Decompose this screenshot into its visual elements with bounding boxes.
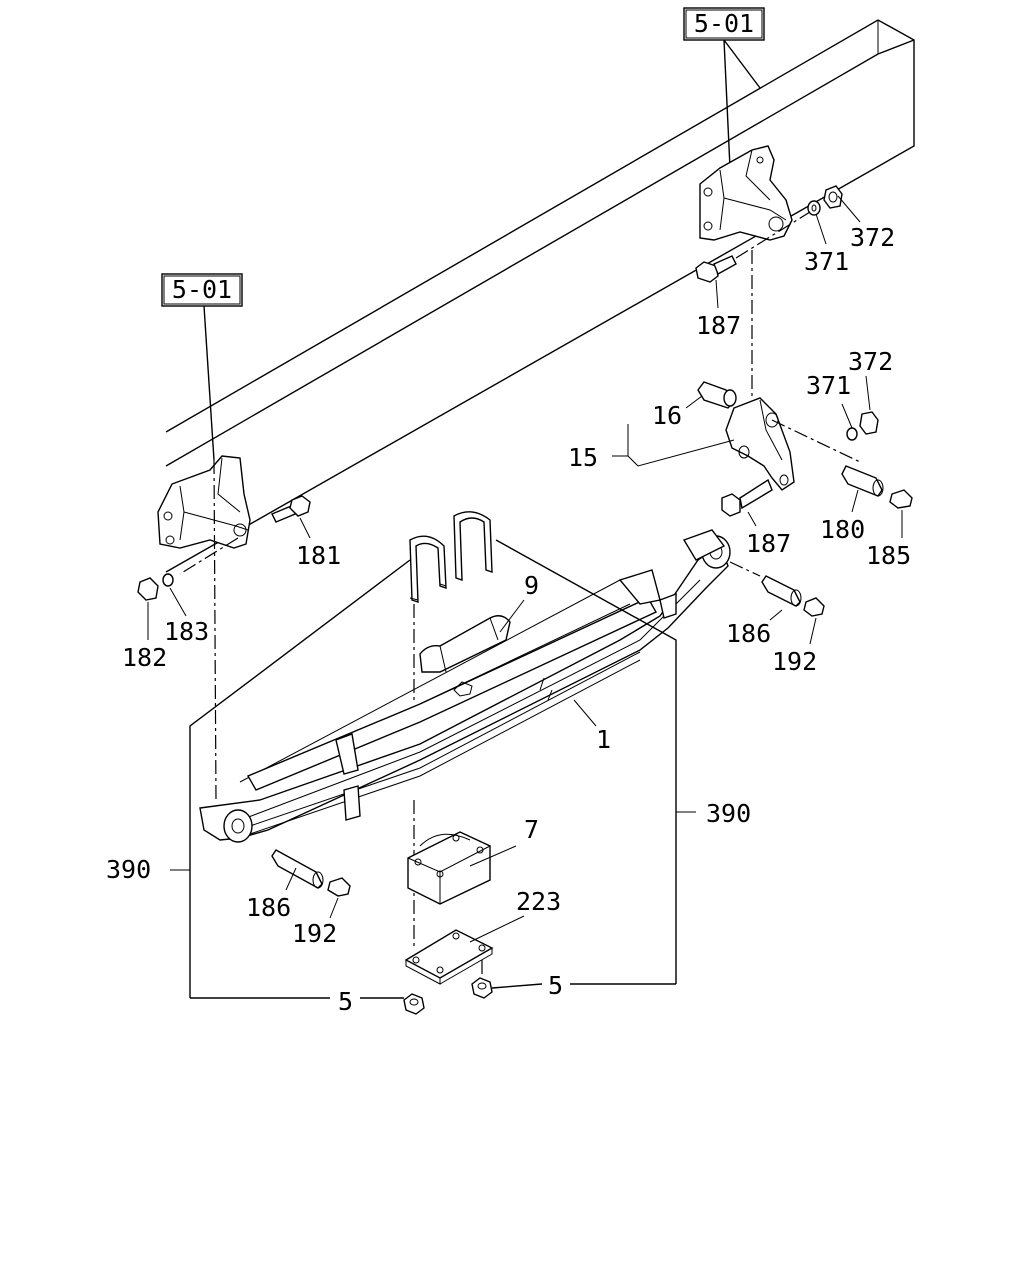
callout-223: 223	[516, 887, 561, 916]
nut-182	[137, 577, 159, 601]
callout-1: 1	[596, 725, 611, 754]
callout-192-left: 192	[292, 919, 337, 948]
axis-shackle	[771, 419, 861, 463]
callout-186-right: 186	[726, 619, 771, 648]
bushing-16	[697, 381, 737, 409]
axis-rear-vertical	[213, 459, 217, 801]
leaf-spring-1	[199, 529, 731, 843]
callout-192-right: 192	[772, 647, 817, 676]
callout-9: 9	[524, 571, 539, 600]
axis-front-eye	[729, 561, 761, 577]
callout-182: 182	[122, 643, 167, 672]
callout-180: 180	[820, 515, 865, 544]
rear-hanger-bracket	[157, 455, 251, 549]
washer-371-upper	[807, 200, 821, 216]
ref-box-left[interactable]: 5-01	[161, 273, 243, 307]
shackle-15	[725, 397, 795, 491]
axis-rear-bolt	[179, 537, 239, 575]
callout-187-upper: 187	[696, 311, 741, 340]
callout-183: 183	[164, 617, 209, 646]
callout-390-right: 390	[706, 799, 751, 828]
spacer-7	[407, 831, 491, 905]
grease-fitting-192-right	[803, 597, 825, 617]
callout-390-left: 390	[106, 855, 151, 884]
callout-372-lower: 372	[848, 347, 893, 376]
callout-16: 16	[652, 401, 682, 430]
ref-box-top-label: 5-01	[694, 9, 754, 38]
callout-187-lower: 187	[746, 529, 791, 558]
front-hanger-bracket	[699, 145, 793, 241]
callout-181: 181	[296, 541, 341, 570]
bolt-187-lower	[721, 478, 773, 517]
callout-372-upper: 372	[850, 223, 895, 252]
callout-labels: 372 371 187 372 371 16 15 187 180 185 18…	[106, 223, 911, 1016]
bolt-181	[271, 495, 311, 523]
nut-5-left	[403, 993, 425, 1015]
frame-rail	[165, 19, 915, 573]
callout-186-left: 186	[246, 893, 291, 922]
assembly-390-left-bracket	[189, 559, 411, 999]
ref-top-leaders	[723, 39, 761, 169]
bolt-187-upper	[695, 255, 737, 283]
nut-372-upper	[823, 185, 843, 209]
washer-183	[162, 573, 174, 587]
u-bolt-left	[409, 535, 447, 603]
nut-5-right	[471, 977, 493, 999]
spring-seat-9	[419, 615, 511, 673]
leader-lines	[147, 195, 903, 943]
callout-5-right: 5	[548, 971, 563, 1000]
grease-fitting-192-left	[327, 877, 351, 897]
pin-180	[841, 465, 884, 497]
callout-7: 7	[524, 815, 539, 844]
callout-15: 15	[568, 443, 598, 472]
pin-186-right	[761, 575, 802, 607]
callout-371-upper: 371	[804, 247, 849, 276]
assembly-390-right-bracket	[491, 539, 677, 989]
ref-box-top[interactable]: 5-01	[683, 7, 765, 41]
washer-371-lower	[846, 427, 858, 441]
ref-left-leader	[203, 305, 215, 461]
callout-371-lower: 371	[806, 371, 851, 400]
u-bolt-right	[453, 511, 493, 581]
nut-372-lower	[859, 411, 879, 435]
pin-186-left	[271, 849, 324, 889]
axis-upper-bolt	[735, 211, 811, 259]
grease-fitting-185	[889, 489, 913, 509]
callout-185: 185	[866, 541, 911, 570]
ref-box-left-label: 5-01	[172, 275, 232, 304]
callout-5-left: 5	[338, 987, 353, 1016]
